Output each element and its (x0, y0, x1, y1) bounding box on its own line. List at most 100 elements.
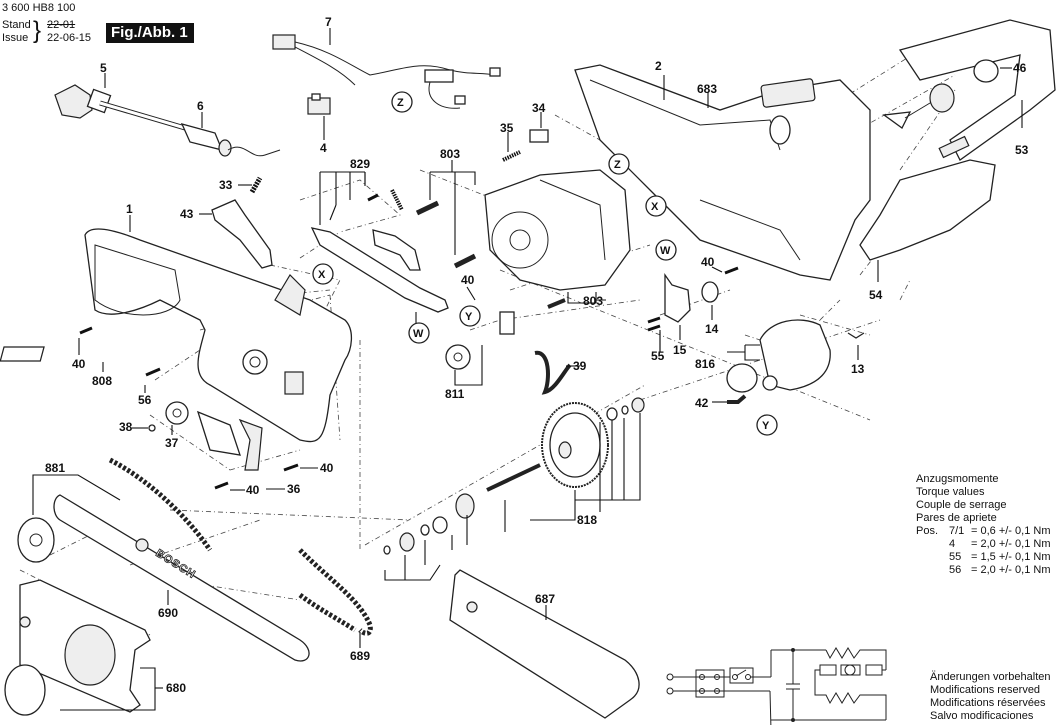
torque-value: = 0,6 +/- 0,1 Nm (971, 525, 1051, 537)
part-829-brake-lever (310, 189, 449, 313)
svg-text:Z: Z (614, 159, 621, 171)
connector-z-marker: Z (391, 91, 413, 113)
torque-pos: 55 (949, 551, 962, 563)
svg-text:W: W (413, 328, 424, 340)
label-part-36: 36 (287, 482, 301, 496)
label-part-13: 13 (851, 362, 865, 376)
torque-heading-es: Pares de apriete (916, 512, 997, 524)
label-part-7: 7 (325, 15, 332, 29)
modifications-notice: Änderungen vorbehalten Modifications res… (930, 671, 1050, 723)
label-part-2: 2 (655, 59, 662, 73)
svg-text:Y: Y (762, 420, 770, 432)
label-part-39: 39 (573, 359, 587, 373)
torque-row: 56= 2,0 +/- 0,1 Nm (916, 564, 1050, 577)
part-689-saw-chain (108, 457, 373, 636)
document-number: 3 600 HB8 100 (2, 2, 76, 14)
notice-en: Modifications reserved (930, 684, 1041, 696)
brace-icon: } (33, 17, 42, 44)
label-part-54: 54 (869, 288, 883, 302)
part-33-spring (249, 176, 263, 194)
part-40-screw (214, 481, 229, 490)
part-40-screw (79, 326, 93, 335)
label-part-46: 46 (1013, 61, 1027, 75)
svg-text:W: W (660, 245, 671, 257)
part-34-cable-clip (529, 129, 549, 143)
torque-pos: 4 (949, 538, 956, 550)
figure-label: Fig./Abb. 1 (106, 23, 194, 43)
wiring-schematic (666, 647, 887, 725)
part-40-screw (283, 463, 299, 472)
part-number-labels: 5 6 7 4 33 43 1 40 808 56 38 37 40 40 36… (45, 15, 1029, 695)
torque-heading-fr: Couple de serrage (916, 499, 1007, 511)
part-46-seal-ring (973, 59, 999, 83)
pos-prefix: Pos. (916, 525, 939, 537)
part-4-switch (307, 93, 331, 115)
connector-markers: Z Z X X W W Y Y (312, 91, 778, 436)
issue-label: Issue (2, 32, 29, 44)
old-date: 22-01 (47, 19, 76, 31)
label-part-811: 811 (445, 387, 465, 401)
part-40-screw (724, 266, 739, 275)
part-42-hose (727, 394, 747, 404)
label-part-56: 56 (138, 393, 152, 407)
part-35-spring (502, 150, 521, 162)
label-part-34: 34 (532, 101, 546, 115)
part-13-clip (847, 332, 865, 339)
label-part-818: 818 (577, 513, 597, 527)
torque-pos: 7/1 (949, 525, 965, 537)
label-part-680: 680 (166, 681, 186, 695)
part-6-power-cord (99, 100, 281, 157)
part-14-clamp (701, 281, 719, 303)
notice-de: Änderungen vorbehalten (930, 671, 1051, 683)
part-816-oil-tank (726, 319, 831, 393)
label-part-40: 40 (246, 483, 260, 497)
label-part-42: 42 (695, 396, 709, 410)
part-811-oil-pump (445, 311, 515, 370)
label-part-43: 43 (180, 207, 194, 221)
torque-value: = 1,5 +/- 0,1 Nm (971, 551, 1051, 563)
notice-es: Salvo modificaciones (930, 710, 1034, 722)
part-54-rear-handle-cover (859, 159, 996, 261)
part-1-housing-half (84, 228, 353, 443)
label-part-33: 33 (219, 178, 233, 192)
label-part-5: 5 (100, 61, 107, 75)
part-53-handle (898, 19, 1056, 161)
label-part-803: 803 (440, 147, 460, 161)
label-part-829: 829 (350, 157, 370, 171)
part-687-bar-cover (449, 569, 640, 719)
svg-text:Y: Y (465, 311, 473, 323)
part-683-oil-cap (882, 83, 955, 129)
svg-text:X: X (651, 201, 659, 213)
part-881-tensioner-disc (17, 517, 55, 563)
label-part-6: 6 (197, 99, 204, 113)
part-37-sprocket (165, 401, 189, 425)
torque-value: = 2,0 +/- 0,1 Nm (971, 538, 1051, 550)
svg-text:X: X (318, 269, 326, 281)
connector-w-marker: W (408, 322, 430, 344)
connector-x-marker: X (645, 195, 667, 217)
part-36-bar-clamp (196, 410, 263, 471)
label-part-40: 40 (72, 357, 86, 371)
label-part-55: 55 (651, 349, 665, 363)
torque-row: 55 = 1,5 +/- 0,1 Nm (916, 551, 1050, 564)
part-38-circlip (148, 424, 156, 432)
part-803-pins (415, 200, 566, 309)
label-part-1: 1 (126, 202, 133, 216)
label-part-881: 881 (45, 461, 65, 475)
leader-lines (32, 28, 1023, 711)
part-808-label-plate (0, 346, 45, 362)
part-818-gear-assembly (383, 397, 645, 555)
part-55-screw (647, 316, 661, 324)
torque-pos: 56 (949, 564, 962, 576)
part-55-screw (647, 324, 661, 332)
connector-w-marker: W (655, 239, 677, 261)
issue-date: 22-06-15 (47, 32, 92, 44)
part-7-wiring-harness (272, 34, 501, 109)
stand-label: Stand (2, 19, 31, 31)
label-part-816: 816 (695, 357, 715, 371)
label-part-40: 40 (461, 273, 475, 287)
label-part-803: 803 (583, 294, 603, 308)
label-part-38: 38 (119, 420, 133, 434)
svg-text:Z: Z (397, 97, 404, 109)
